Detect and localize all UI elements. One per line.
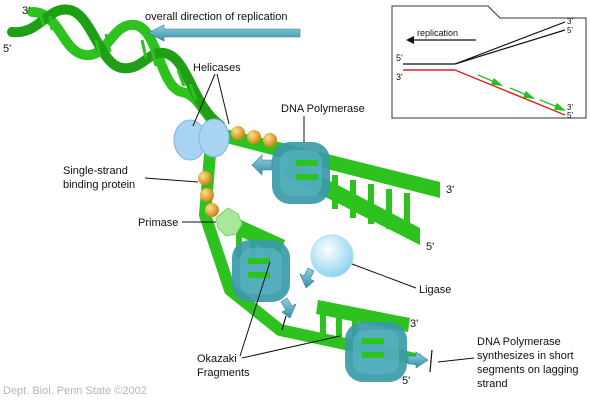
helicases-leader [216,73,230,125]
leading-5-end: 5' [426,241,434,253]
inset-left-3: 3' [396,72,403,82]
helicase-2 [198,118,230,158]
helicases-leader [192,73,216,127]
ssb-protein [247,130,261,144]
ssb-label-line1: Single-strand [63,165,128,177]
inset-okazaki-arrows [477,74,567,111]
movement-arrows [251,154,429,369]
ssb-protein [205,203,219,217]
inset-left-5: 5' [396,53,403,63]
direction-banner: overall direction of replication [145,11,301,42]
helix-top-end: 3' [22,5,30,17]
okazaki-label-line2: Fragments [197,367,250,379]
arrow-polymerase-leading [251,154,273,176]
dna-polymerase-lagging-2 [345,322,407,382]
helix-base-pairs [38,13,198,101]
lagging-3-end: 3' [410,318,418,330]
arrow-ligase [299,267,315,289]
dna-polymerase-label: DNA Polymerase [281,103,365,115]
ligase-label: Ligase [419,284,451,296]
arrow-polymerase-lagging [280,297,297,319]
okazaki-label-line1: Okazaki [197,353,237,365]
helicase-enzymes [173,118,230,161]
leading-template-strand [222,128,440,198]
inset-strand-upper-b [454,21,566,65]
inset-frame [391,5,587,119]
polymerase-note-line1: DNA Polymerase [477,336,561,348]
leading-base-rungs [332,175,410,233]
inset-strand-upper-c [454,29,566,65]
arrow-polymerase-right [407,351,429,369]
inset-strand-lower-b [454,69,566,116]
replication-inset: replication 3' 5' 5' 3' 3' 5' [391,5,587,120]
fragment-end-marker [429,349,433,373]
inset-top-right-3: 3' [567,17,573,26]
dna-polymerase-leading [272,142,330,204]
primase-label: Primase [138,217,178,229]
inset-arrow-head [406,36,414,44]
ssb-protein [231,126,245,140]
fragment-end-marker [281,315,287,331]
inset-top-right-5: 5' [567,26,573,35]
single-strand-binding-proteins [198,126,277,217]
inset-bottom-right-3: 3' [567,103,573,112]
ligase-leader [351,263,417,289]
leading-3-end: 3' [446,184,454,196]
inset-replication-label: replication [417,28,458,38]
direction-arrow [147,24,301,42]
ssb-protein [263,133,277,147]
helix-strand-b [7,4,225,130]
primase-enzyme [215,207,243,237]
polymerase-note-line2: synthesizes in short [477,350,574,362]
ssb-protein [200,188,214,202]
helix-strand-a [27,7,227,133]
lagging-5-end: 5' [402,375,410,387]
primase-shape [215,207,243,237]
ligase-shape [310,234,354,278]
helicases-label: Helicases [193,62,241,74]
direction-label: overall direction of replication [145,11,287,23]
inset-bottom-right-5: 5' [567,111,573,120]
polymerase-note-leader [437,357,475,363]
okazaki-leader [241,335,341,359]
helix-left-end: 5' [3,43,11,55]
ssb-label-line2: binding protein [63,179,135,191]
credit-text: Dept. Biol. Penn State ©2002 [3,385,147,397]
polymerase-note-line4: strand [477,378,508,390]
ssb-leader [144,177,199,183]
okazaki-leader [239,261,271,357]
ssb-protein [198,171,212,185]
ligase-enzyme [310,234,354,278]
dna-polymerase-lagging-1 [232,240,290,302]
lagging-template-strand [199,129,422,366]
polymerase-note-line3: segments on lagging [477,364,579,376]
double-helix [7,4,227,133]
